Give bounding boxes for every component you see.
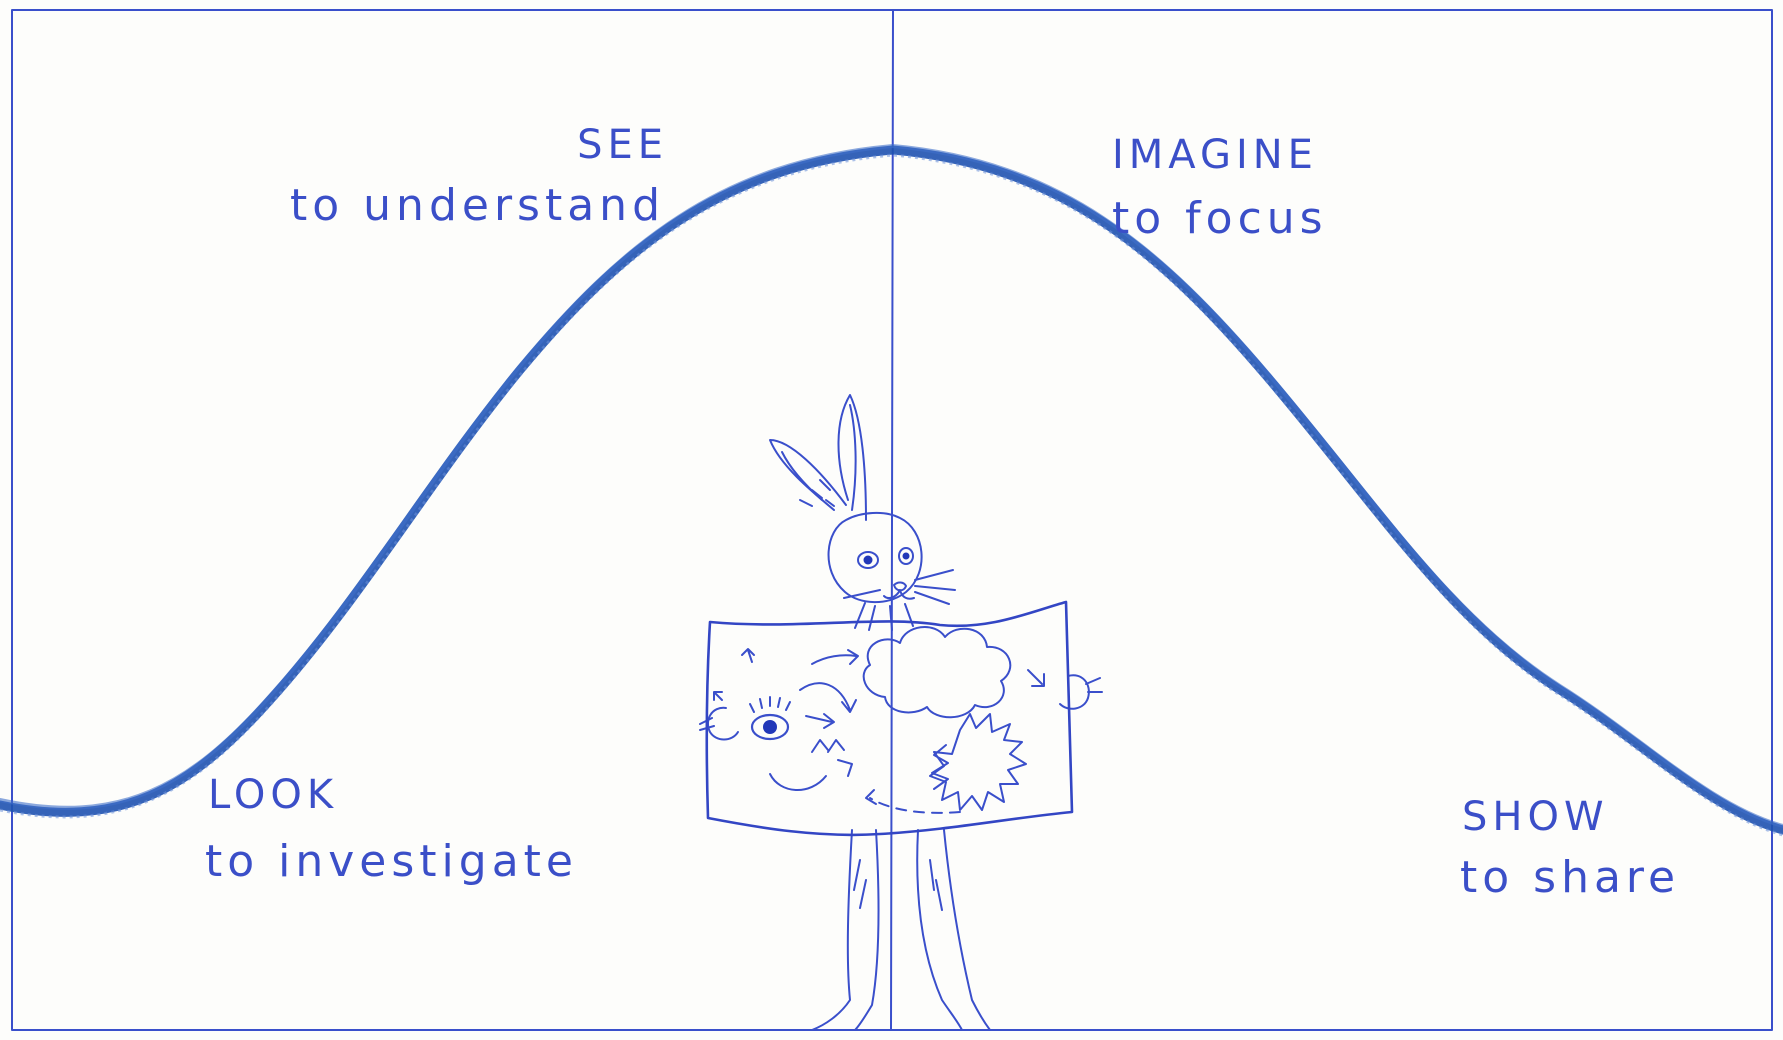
phase-show-subtitle: to share <box>1460 852 1680 903</box>
phase-see: SEE to understand <box>290 122 668 231</box>
bell-curve <box>0 143 1783 837</box>
phase-look: LOOK to investigate <box>205 772 578 887</box>
phase-show-title: SHOW <box>1462 794 1609 840</box>
phase-see-title: SEE <box>577 122 668 168</box>
phase-see-subtitle: to understand <box>290 180 665 231</box>
map-eye <box>750 713 790 741</box>
map-arrows <box>713 648 1045 814</box>
rabbit-right-eye <box>898 547 914 565</box>
phase-imagine-subtitle: to focus <box>1112 193 1328 244</box>
center-divider <box>890 9 894 1031</box>
phase-imagine: IMAGINE to focus <box>1112 132 1328 244</box>
phase-look-subtitle: to investigate <box>205 836 578 887</box>
map-smile <box>769 773 827 791</box>
phase-look-title: LOOK <box>208 772 338 818</box>
map-spiky-shape <box>929 713 1027 811</box>
sketch-map-illustration <box>705 600 1074 837</box>
phase-imagine-title: IMAGINE <box>1112 132 1318 178</box>
map-cloud <box>862 625 1012 719</box>
phase-show: SHOW to share <box>1460 794 1680 903</box>
rabbit-left-eye <box>857 551 879 569</box>
